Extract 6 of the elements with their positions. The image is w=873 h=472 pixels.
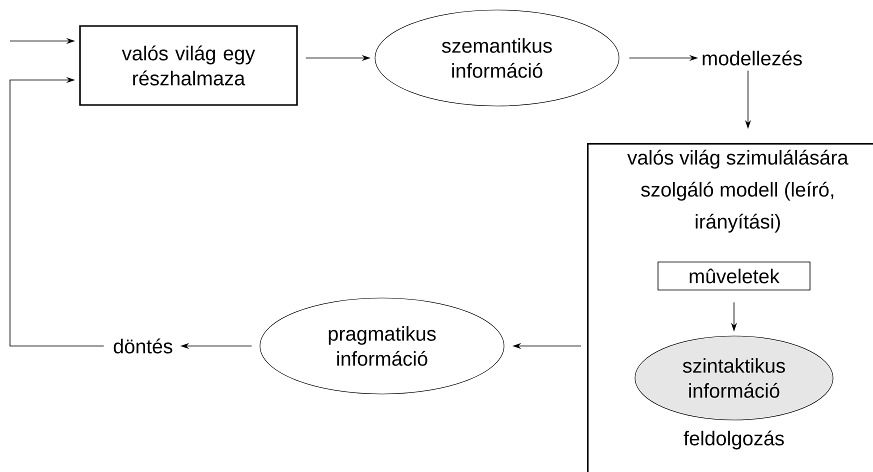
step-label: modellezés: [702, 50, 802, 66]
arrow: [10, 76, 104, 346]
caption-text: feldolgozás: [684, 430, 784, 450]
step-label: döntés: [114, 338, 172, 354]
process-box: mûveletek: [658, 262, 810, 290]
process-box: valós világ egy részhalmaza: [79, 25, 298, 106]
